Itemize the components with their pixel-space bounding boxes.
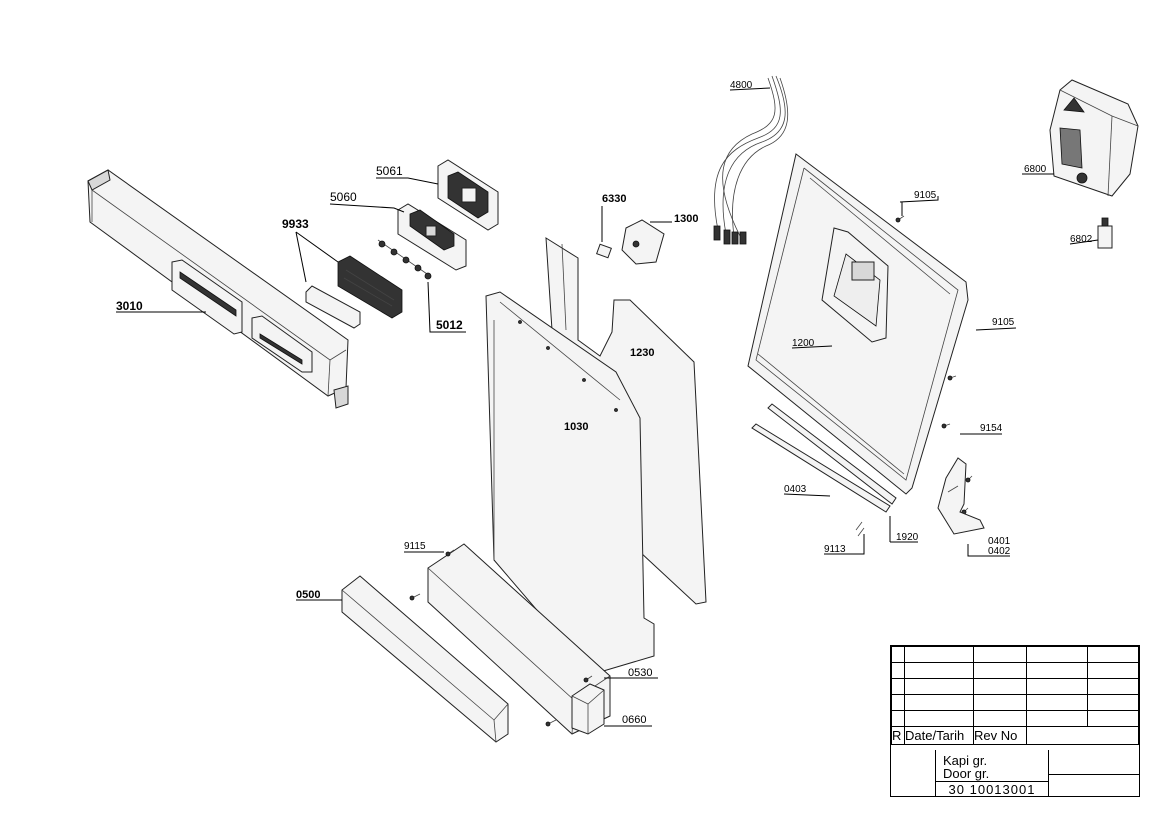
leader-lines [116,87,1099,727]
revision-table: R Date/Tarih Rev No [891,646,1139,745]
electronic-card-5060 [397,203,467,271]
label-5060: 5060 [330,190,357,204]
label-1200: 1200 [792,338,815,349]
label-1230: 1230 [630,347,654,359]
label-0500: 0500 [296,589,320,601]
drawing-name-tr: Kapi gr. [943,753,988,768]
label-5012: 5012 [436,318,463,332]
label-9154: 9154 [980,423,1003,434]
label-9105-top: 9105 [914,190,937,201]
label-9933: 9933 [282,217,309,231]
label-0402: 0402 [988,546,1011,557]
lock-1300 [621,219,665,265]
label-9113: 9113 [824,544,846,555]
label-9115: 9115 [404,541,426,552]
date-header: Date/Tarih [904,726,974,745]
block-0660 [571,683,605,735]
part-6330 [596,243,612,259]
strip-0403 [751,423,891,513]
drawing-code: 30 10013001 [935,781,1049,797]
label-0403: 0403 [784,484,807,495]
module-9933 [305,255,403,329]
cable-harness-4800 [713,75,789,245]
button-strip-5012 [377,239,432,280]
label-6802: 6802 [1070,234,1093,245]
control-panel-3010 [87,169,349,409]
label-3010: 3010 [116,299,143,313]
title-block: R Date/Tarih Rev No Kapi gr. Door gr. 30… [890,645,1140,797]
rev-header: R [891,726,905,745]
strip-1920 [767,403,897,505]
label-9105-side: 9105 [992,317,1015,328]
hinge-0401-0402 [937,457,985,535]
label-6800: 6800 [1024,164,1047,175]
title-block-divider [1049,774,1139,775]
kick-plate-0500 [341,575,509,743]
label-5061: 5061 [376,164,403,178]
inner-door-1200 [747,153,969,495]
valve-6802 [1097,217,1113,249]
label-6330: 6330 [602,193,626,205]
title-block-info: Kapi gr. Door gr. 30 10013001 [891,750,1139,797]
clip-9113 [855,521,865,537]
label-1300: 1300 [674,213,698,225]
label-0530: 0530 [628,667,652,679]
label-0660: 0660 [622,714,646,726]
rev-no-header: Rev No [973,726,1027,745]
label-4800: 4800 [730,80,753,91]
screws [409,215,973,727]
part-labels: 3010 5061 5060 9933 5012 6330 1300 4800 … [116,80,1093,726]
label-1920: 1920 [896,532,919,543]
label-0401: 0401 [988,536,1011,547]
drawing-name: Kapi gr. Door gr. [935,750,1049,781]
drawing-name-en: Door gr. [943,766,990,781]
dispenser-6800 [1049,79,1139,197]
electronic-card-5061 [437,159,499,231]
label-1030: 1030 [564,421,588,433]
